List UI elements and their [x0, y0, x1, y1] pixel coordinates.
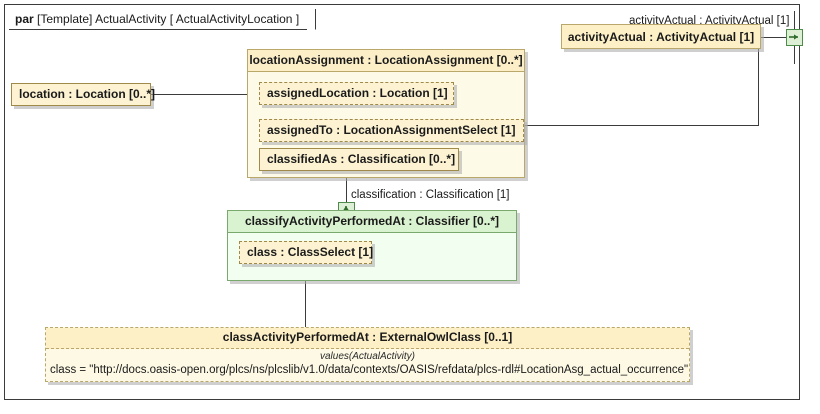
- connector-right-vertical-bottom: [794, 46, 795, 64]
- node-location-label: location : Location [0..*]: [19, 87, 156, 101]
- node-activity-actual-label: activityActual : ActivityActual [1]: [567, 30, 755, 44]
- connector-classifier-to-classactivity: [305, 281, 306, 327]
- node-class-activity-value: class = "http://docs.oasis-open.org/plcs…: [50, 364, 689, 376]
- node-classifier-header: classifyActivityPerformedAt : Classifier…: [228, 211, 516, 233]
- frame-title: [Template] ActualActivity [ ActualActivi…: [37, 12, 300, 26]
- frame-header-label: par [Template] ActualActivity [ ActualAc…: [9, 9, 317, 30]
- node-location[interactable]: location : Location [0..*]: [11, 83, 155, 106]
- connector-activityactual-to-port: [760, 37, 794, 38]
- node-assigned-to[interactable]: assignedTo : LocationAssignmentSelect [1…: [259, 119, 524, 142]
- node-classify-activity-performed-at[interactable]: classifyActivityPerformedAt : Classifier…: [227, 210, 517, 281]
- node-assigned-location[interactable]: assignedLocation : Location [1]: [259, 82, 454, 105]
- connector-location-to-assignedlocation: [151, 94, 259, 95]
- node-classified-as[interactable]: classifiedAs : Classification [0..*]: [259, 148, 459, 171]
- connector-right-vertical-top: [794, 11, 795, 29]
- node-location-assignment[interactable]: locationAssignment : LocationAssignment …: [247, 49, 525, 178]
- connector-activityactual-to-assignedto: [524, 125, 759, 126]
- node-class-select-label: class : ClassSelect [1]: [247, 245, 374, 259]
- node-classified-as-label: classifiedAs : Classification [0..*]: [267, 152, 456, 166]
- node-assigned-to-label: assignedTo : LocationAssignmentSelect [1…: [267, 123, 516, 137]
- diagram-frame: par [Template] ActualActivity [ ActualAc…: [4, 4, 803, 400]
- edge-label-classification: classification : Classification [1]: [351, 189, 510, 201]
- node-activity-actual[interactable]: activityActual : ActivityActual [1]: [561, 24, 761, 49]
- node-location-assignment-header: locationAssignment : LocationAssignment …: [248, 50, 524, 72]
- node-class-activity-body: values(ActualActivity) class = "http://d…: [46, 349, 689, 381]
- frame-keyword: par: [15, 12, 34, 26]
- node-class-activity-stereotype: values(ActualActivity): [319, 351, 416, 362]
- connector-activityactual-down: [758, 49, 759, 125]
- node-class-activity-title: classActivityPerformedAt : ExternalOwlCl…: [46, 328, 689, 349]
- connector-classifiedas-to-classifier: [346, 165, 347, 210]
- arrow-right-icon-port[interactable]: [786, 29, 803, 46]
- node-assigned-location-label: assignedLocation : Location [1]: [267, 86, 448, 100]
- node-class-activity-performed-at[interactable]: classActivityPerformedAt : ExternalOwlCl…: [45, 327, 690, 382]
- node-class-select[interactable]: class : ClassSelect [1]: [239, 241, 374, 264]
